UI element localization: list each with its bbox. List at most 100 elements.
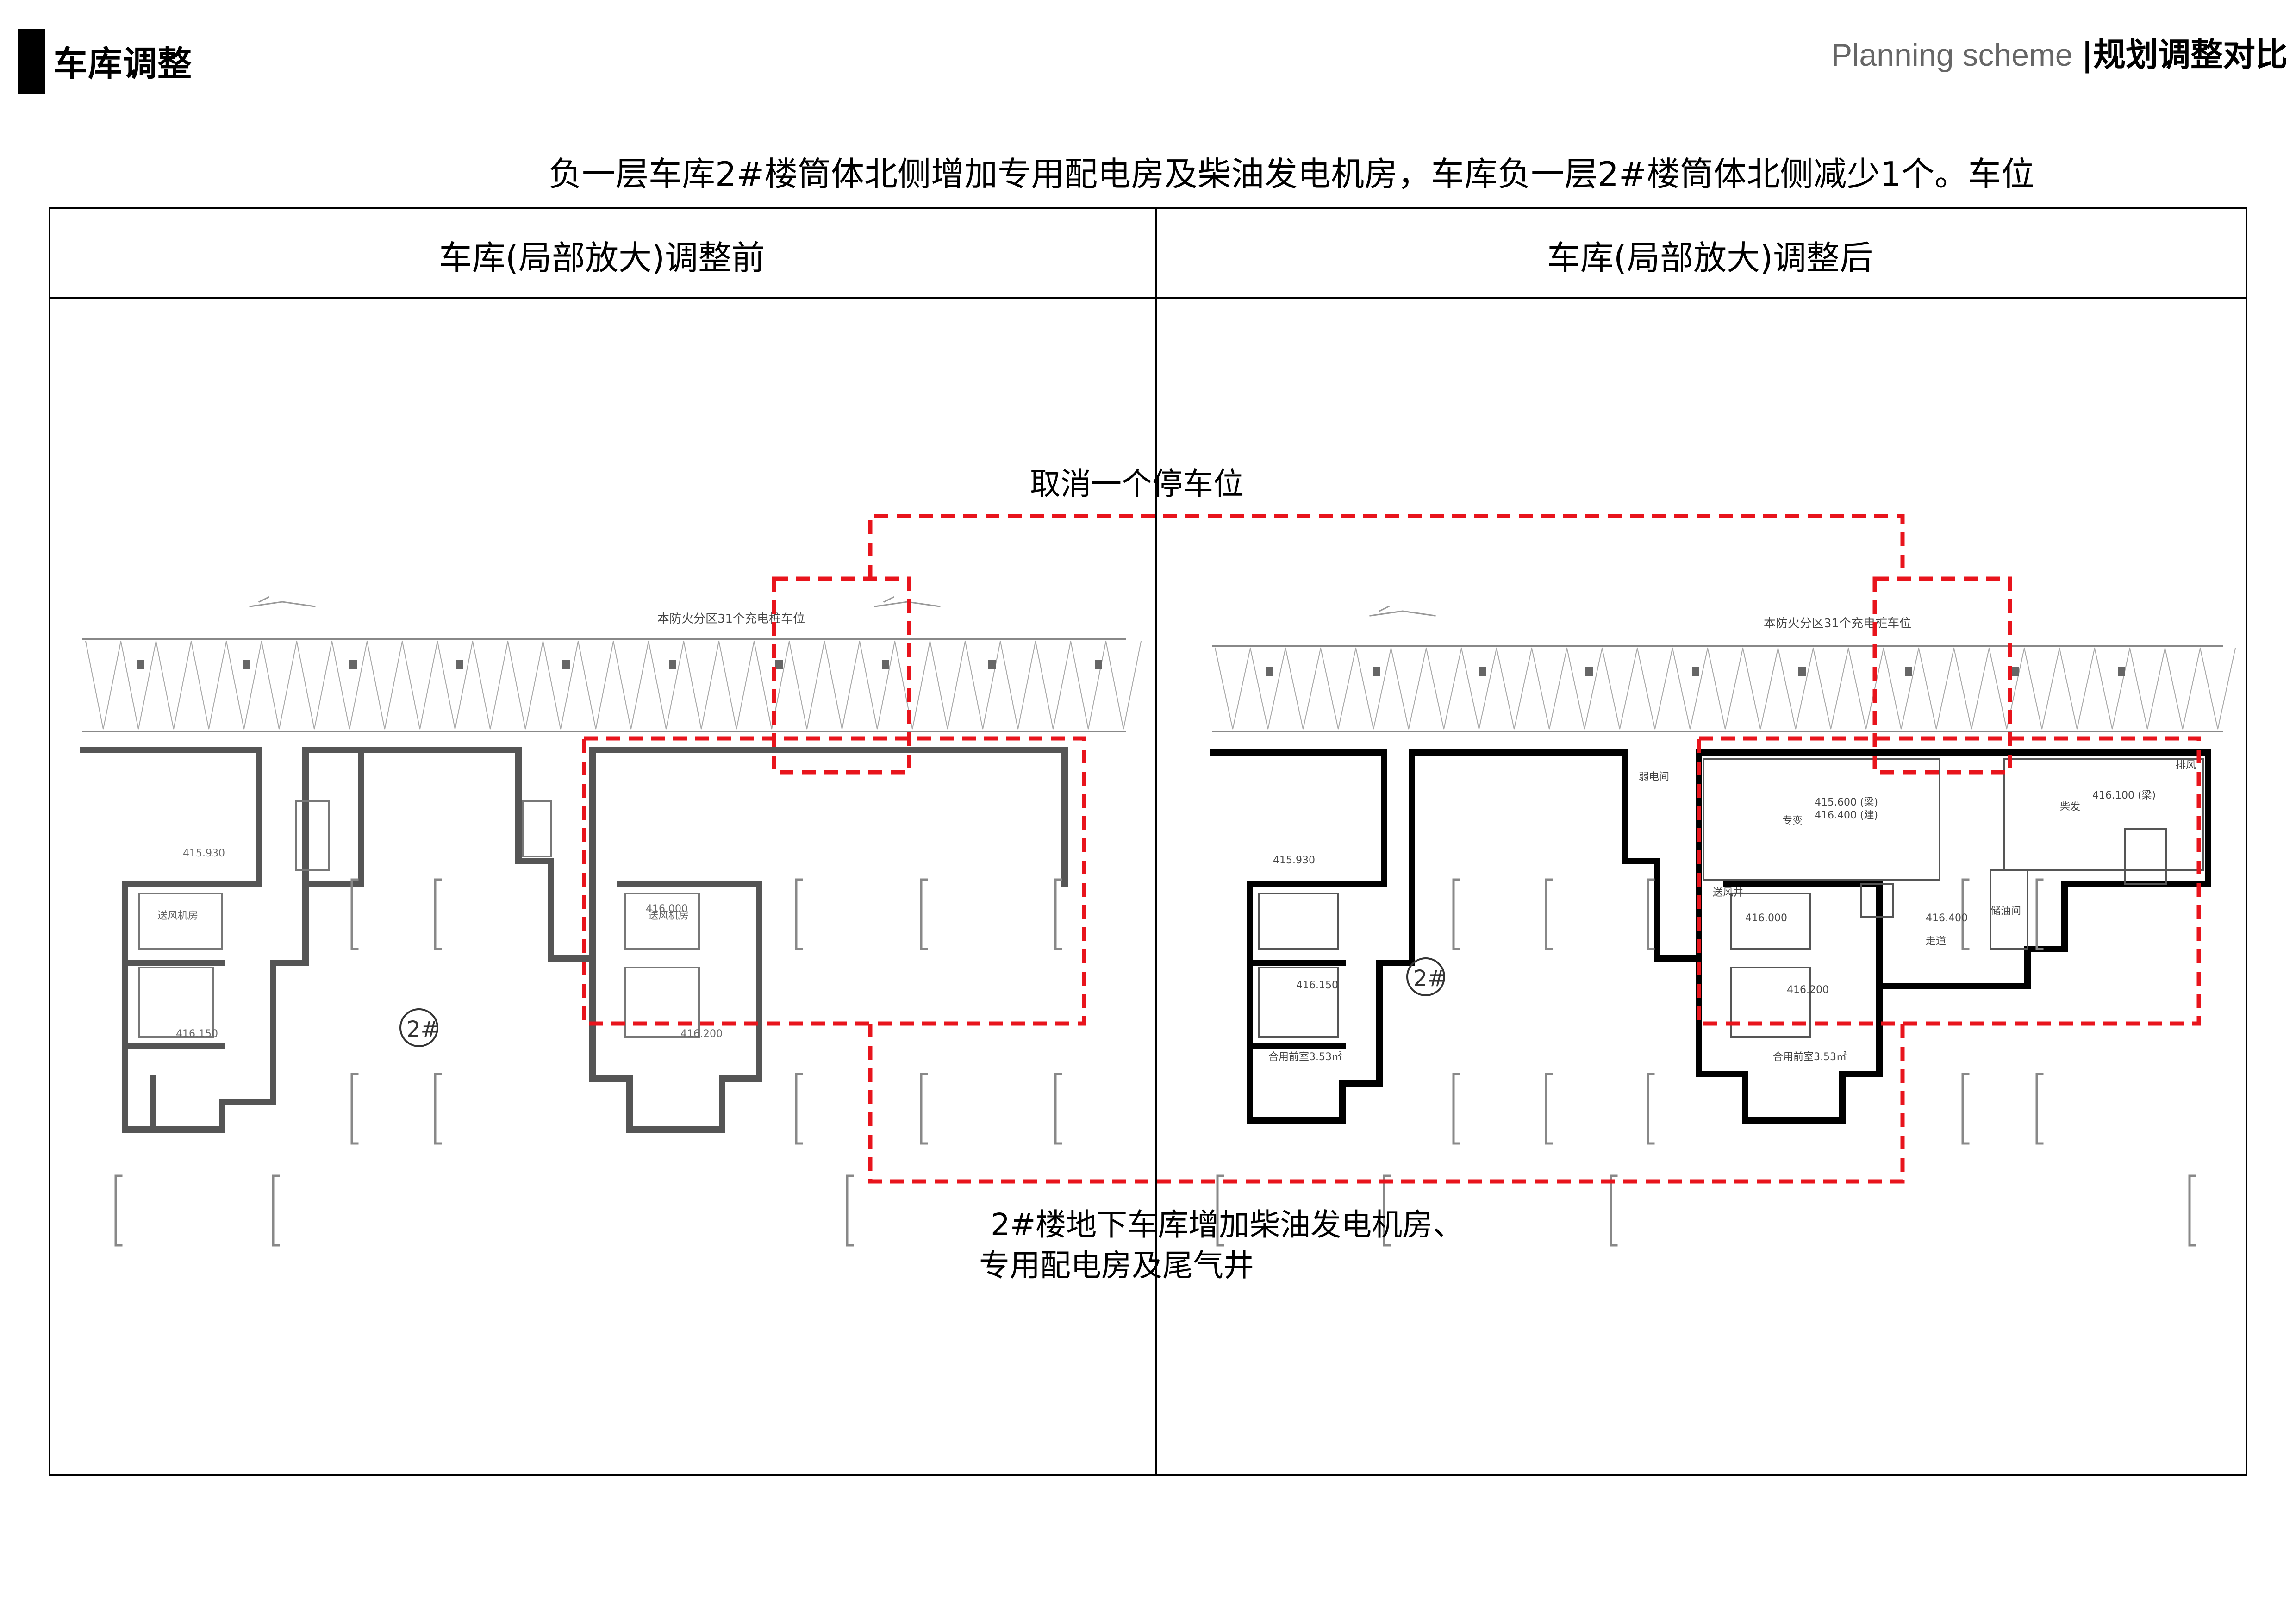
elev-label: 416.200	[680, 1028, 723, 1040]
structural-column	[1383, 1174, 1391, 1247]
structural-column	[114, 1174, 123, 1247]
table-header-divider	[49, 297, 2247, 299]
table-column-divider	[1155, 207, 1157, 1476]
elev-label: 416.000	[646, 903, 688, 915]
elev-label: 415.930	[183, 848, 225, 859]
room-label: 柴发	[2060, 801, 2080, 813]
structural-column	[1610, 1174, 1618, 1247]
highlight-room-area-after	[1697, 736, 2201, 1026]
room-label: 储油间	[1990, 906, 2021, 917]
structural-column	[1545, 1073, 1553, 1145]
change-description: 负一层车库2#楼筒体北侧增加专用配电房及柴油发电机房，车库负一层2#楼筒体北侧减…	[549, 155, 2035, 194]
structural-column	[920, 878, 928, 950]
building-tag-circle-after	[1406, 957, 1445, 996]
highlight-cancelled-stall-before	[772, 576, 911, 775]
elev-label: 415.930	[1273, 855, 1315, 866]
charger-marker	[882, 660, 889, 669]
structural-column	[920, 1073, 928, 1145]
charger-marker	[456, 660, 463, 669]
before-column-title: 车库(局部放大)调整前	[438, 238, 765, 277]
columns-after	[1216, 878, 2196, 1247]
note-added-rooms-line2: 专用配电房及尾气井	[979, 1248, 1254, 1283]
charger-marker	[1692, 667, 1699, 676]
elev-label: 416.150	[1296, 980, 1338, 991]
structural-column	[2188, 1174, 2196, 1247]
charger-marker	[243, 660, 250, 669]
highlight-room-area-before	[582, 736, 1086, 1026]
charger-marker	[988, 660, 996, 669]
charger-marker	[2011, 667, 2019, 676]
parking-stall-lines	[1214, 647, 2236, 730]
structural-column	[434, 878, 442, 950]
heading-english: Planning scheme	[1831, 37, 2082, 73]
parking-stall-lines	[85, 640, 1142, 730]
charger-marker	[1266, 667, 1273, 676]
room-label: 专变	[1782, 815, 1803, 827]
charger-marker	[349, 660, 357, 669]
elev-label: 416.200	[1787, 984, 1829, 996]
room-label: 排风	[2176, 760, 2196, 771]
parking-stalls-before	[85, 640, 1142, 730]
room-label: 走道	[1926, 936, 1946, 947]
charger-marker	[1373, 667, 1380, 676]
note-added-rooms-line1: 2#楼地下车库增加柴油发电机房、	[991, 1207, 1464, 1243]
structural-column	[846, 1174, 854, 1247]
charger-marker	[1905, 667, 1912, 676]
structural-column	[350, 1073, 359, 1145]
room-label: 送风井	[1713, 887, 1743, 899]
stall-baseline-after	[1212, 645, 2223, 732]
charger-marker	[1095, 660, 1102, 669]
building-tag-circle-before	[399, 1008, 438, 1047]
fire-zone-note-before: 本防火分区31个充电桩车位	[657, 612, 805, 626]
elev-label: 416.400 (建)	[1815, 810, 1878, 821]
structural-column	[1961, 1073, 1970, 1145]
building-tag-before: 2#	[406, 1017, 439, 1043]
charger-marker	[1585, 667, 1593, 676]
connector-top	[868, 514, 1905, 579]
structural-column	[1647, 878, 1655, 950]
elev-label: 416.100 (梁)	[2092, 790, 2156, 801]
structural-column	[1054, 878, 1062, 950]
heading-chinese: |规划调整对比	[2081, 36, 2288, 74]
page-heading: Planning scheme |规划调整对比	[1831, 29, 2288, 75]
plan-before: 本防火分区31个充电桩车位 2# 415.930 送风机房 送	[80, 596, 1142, 1247]
structural-column	[350, 878, 359, 950]
room-label: 弱电间	[1639, 771, 1669, 783]
north-arrows-after	[1369, 605, 1436, 617]
structural-column	[272, 1174, 280, 1247]
plan-after: 本防火分区31个充电桩车位 2# 415.600 (梁) 416.400	[1210, 605, 2236, 1247]
inner-rooms-before	[138, 800, 700, 1038]
change-highlights	[582, 514, 2201, 1184]
elev-label: 416.400	[1926, 912, 1968, 924]
elev-label: 416.000	[1745, 912, 1787, 924]
parking-stalls-after	[1214, 647, 2236, 730]
structural-column	[1545, 878, 1553, 950]
walls-before	[80, 747, 1068, 1133]
after-column-title: 车库(局部放大)调整后	[1547, 238, 1873, 277]
room-label: 送风机房	[648, 910, 689, 922]
structural-column	[1216, 1174, 1224, 1247]
room-label: 合用前室3.53㎡	[1268, 1051, 1342, 1063]
structural-column	[795, 1073, 803, 1145]
columns-before	[114, 878, 1062, 1247]
charger-marker	[562, 660, 570, 669]
charger-marker	[2118, 667, 2125, 676]
elev-label: 415.600 (梁)	[1815, 797, 1878, 808]
structural-column	[1647, 1073, 1655, 1145]
highlight-cancelled-stall-after	[1872, 576, 2012, 775]
charger-marker	[1479, 667, 1486, 676]
structural-column	[2035, 878, 2044, 950]
structural-column	[1452, 878, 1460, 950]
note-cancel-parking: 取消一个停车位	[1030, 466, 1244, 502]
walls-after	[1210, 749, 2211, 1124]
header-accent-bar	[18, 29, 45, 94]
structural-column	[1961, 878, 1970, 950]
charger-marker	[775, 660, 783, 669]
building-tag-after: 2#	[1413, 966, 1446, 992]
structural-column	[795, 878, 803, 950]
structural-column	[2035, 1073, 2044, 1145]
fire-zone-note-after: 本防火分区31个充电桩车位	[1764, 617, 1911, 631]
north-arrows-before	[249, 596, 941, 607]
structural-column	[1452, 1073, 1460, 1145]
